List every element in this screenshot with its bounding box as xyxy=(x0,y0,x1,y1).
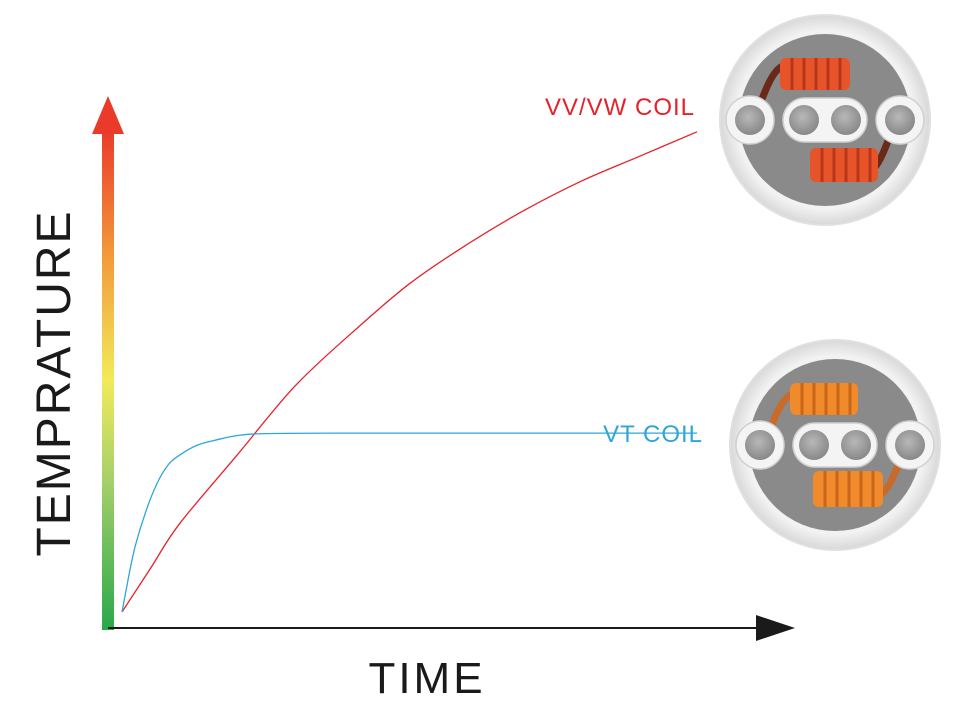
y-axis-title: TEMPRATURE xyxy=(28,209,81,556)
series-label-vt-coil: VT COIL xyxy=(603,421,703,448)
dual-coil-build-orange-red-icon xyxy=(719,14,931,226)
series-label-vv-vw-coil: VV/VW COIL xyxy=(545,94,695,121)
series-layer xyxy=(121,131,698,613)
x-axis xyxy=(108,615,795,641)
series-line-vt-coil xyxy=(121,432,697,613)
temperature-gradient-bar xyxy=(102,130,114,630)
series-line-vv-vw-coil xyxy=(121,131,698,613)
y-axis xyxy=(92,96,124,630)
dual-coil-build-orange-icon xyxy=(729,339,941,551)
x-axis-title: TIME xyxy=(368,654,485,703)
y-axis-arrowhead xyxy=(92,96,124,134)
x-axis-arrowhead xyxy=(756,615,795,641)
